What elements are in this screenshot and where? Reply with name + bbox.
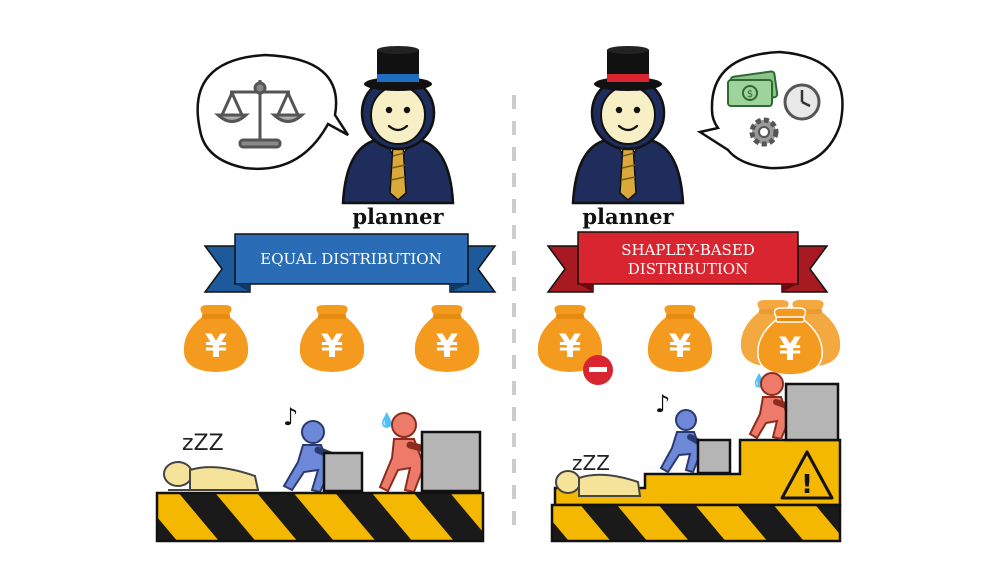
- right-speech-bubble: $: [696, 50, 844, 170]
- gear-icon: [749, 117, 779, 147]
- right-banner: SHAPLEY-BASED DISTRIBUTION: [546, 231, 829, 293]
- right-large-box: [784, 382, 840, 442]
- right-blue-worker: [659, 409, 705, 474]
- left-sleeping-worker: [163, 461, 260, 491]
- money-icon: $: [727, 70, 779, 107]
- left-hazard-base: [155, 491, 485, 543]
- hat-band: [377, 74, 419, 82]
- left-small-box: [322, 451, 364, 493]
- right-banner-text-line2: DISTRIBUTION: [628, 260, 748, 278]
- left-banner: EQUAL DISTRIBUTION: [203, 233, 497, 293]
- right-money-bag-stack: ¥: [740, 300, 841, 376]
- left-banner-text: EQUAL DISTRIBUTION: [260, 250, 441, 268]
- yen-symbol: ¥: [559, 327, 581, 365]
- yen-symbol: ¥: [669, 327, 691, 365]
- left-planner-label: planner: [352, 204, 444, 229]
- left-money-bag-2: ¥: [299, 305, 365, 372]
- minus-icon: [583, 355, 613, 385]
- balance-scale-icon: [214, 80, 306, 149]
- left-speech-bubble: [196, 53, 350, 171]
- yen-symbol: ¥: [779, 330, 801, 368]
- left-money-bag-3: ¥: [414, 305, 480, 372]
- right-red-worker: [748, 372, 793, 441]
- left-sleep-z: zZZ: [182, 431, 224, 456]
- clock-icon: [783, 83, 821, 121]
- left-large-box: [420, 430, 482, 493]
- right-small-box: [696, 438, 732, 475]
- right-banner-text-line1: SHAPLEY-BASED: [621, 241, 755, 259]
- left-money-bag-1: ¥: [183, 305, 249, 372]
- left-panel: planner EQUAL DISTRIBUTION ¥ ¥ ¥: [155, 44, 497, 543]
- yen-symbol: ¥: [436, 327, 458, 365]
- svg-text:$: $: [747, 89, 753, 100]
- right-sleeping-worker: [555, 470, 642, 497]
- right-hazard-base: [550, 503, 842, 543]
- yen-symbol: ¥: [205, 327, 227, 365]
- yen-symbol: ¥: [321, 327, 343, 365]
- right-money-bag-1: ¥: [537, 305, 603, 372]
- left-planner: [341, 44, 455, 205]
- left-music-note-icon: ♪: [283, 403, 298, 431]
- warning-icon: !: [780, 450, 834, 500]
- right-planner-label: planner: [582, 204, 674, 229]
- right-music-note-icon: ♪: [655, 390, 670, 418]
- right-planner: [571, 44, 685, 205]
- right-panel: planner $: [537, 44, 844, 543]
- right-sleep-z: zZZ: [572, 451, 610, 475]
- left-red-worker: [378, 412, 432, 494]
- svg-text:!: !: [801, 470, 813, 500]
- right-money-bag-2: ¥: [647, 305, 713, 372]
- hat-band: [607, 74, 649, 82]
